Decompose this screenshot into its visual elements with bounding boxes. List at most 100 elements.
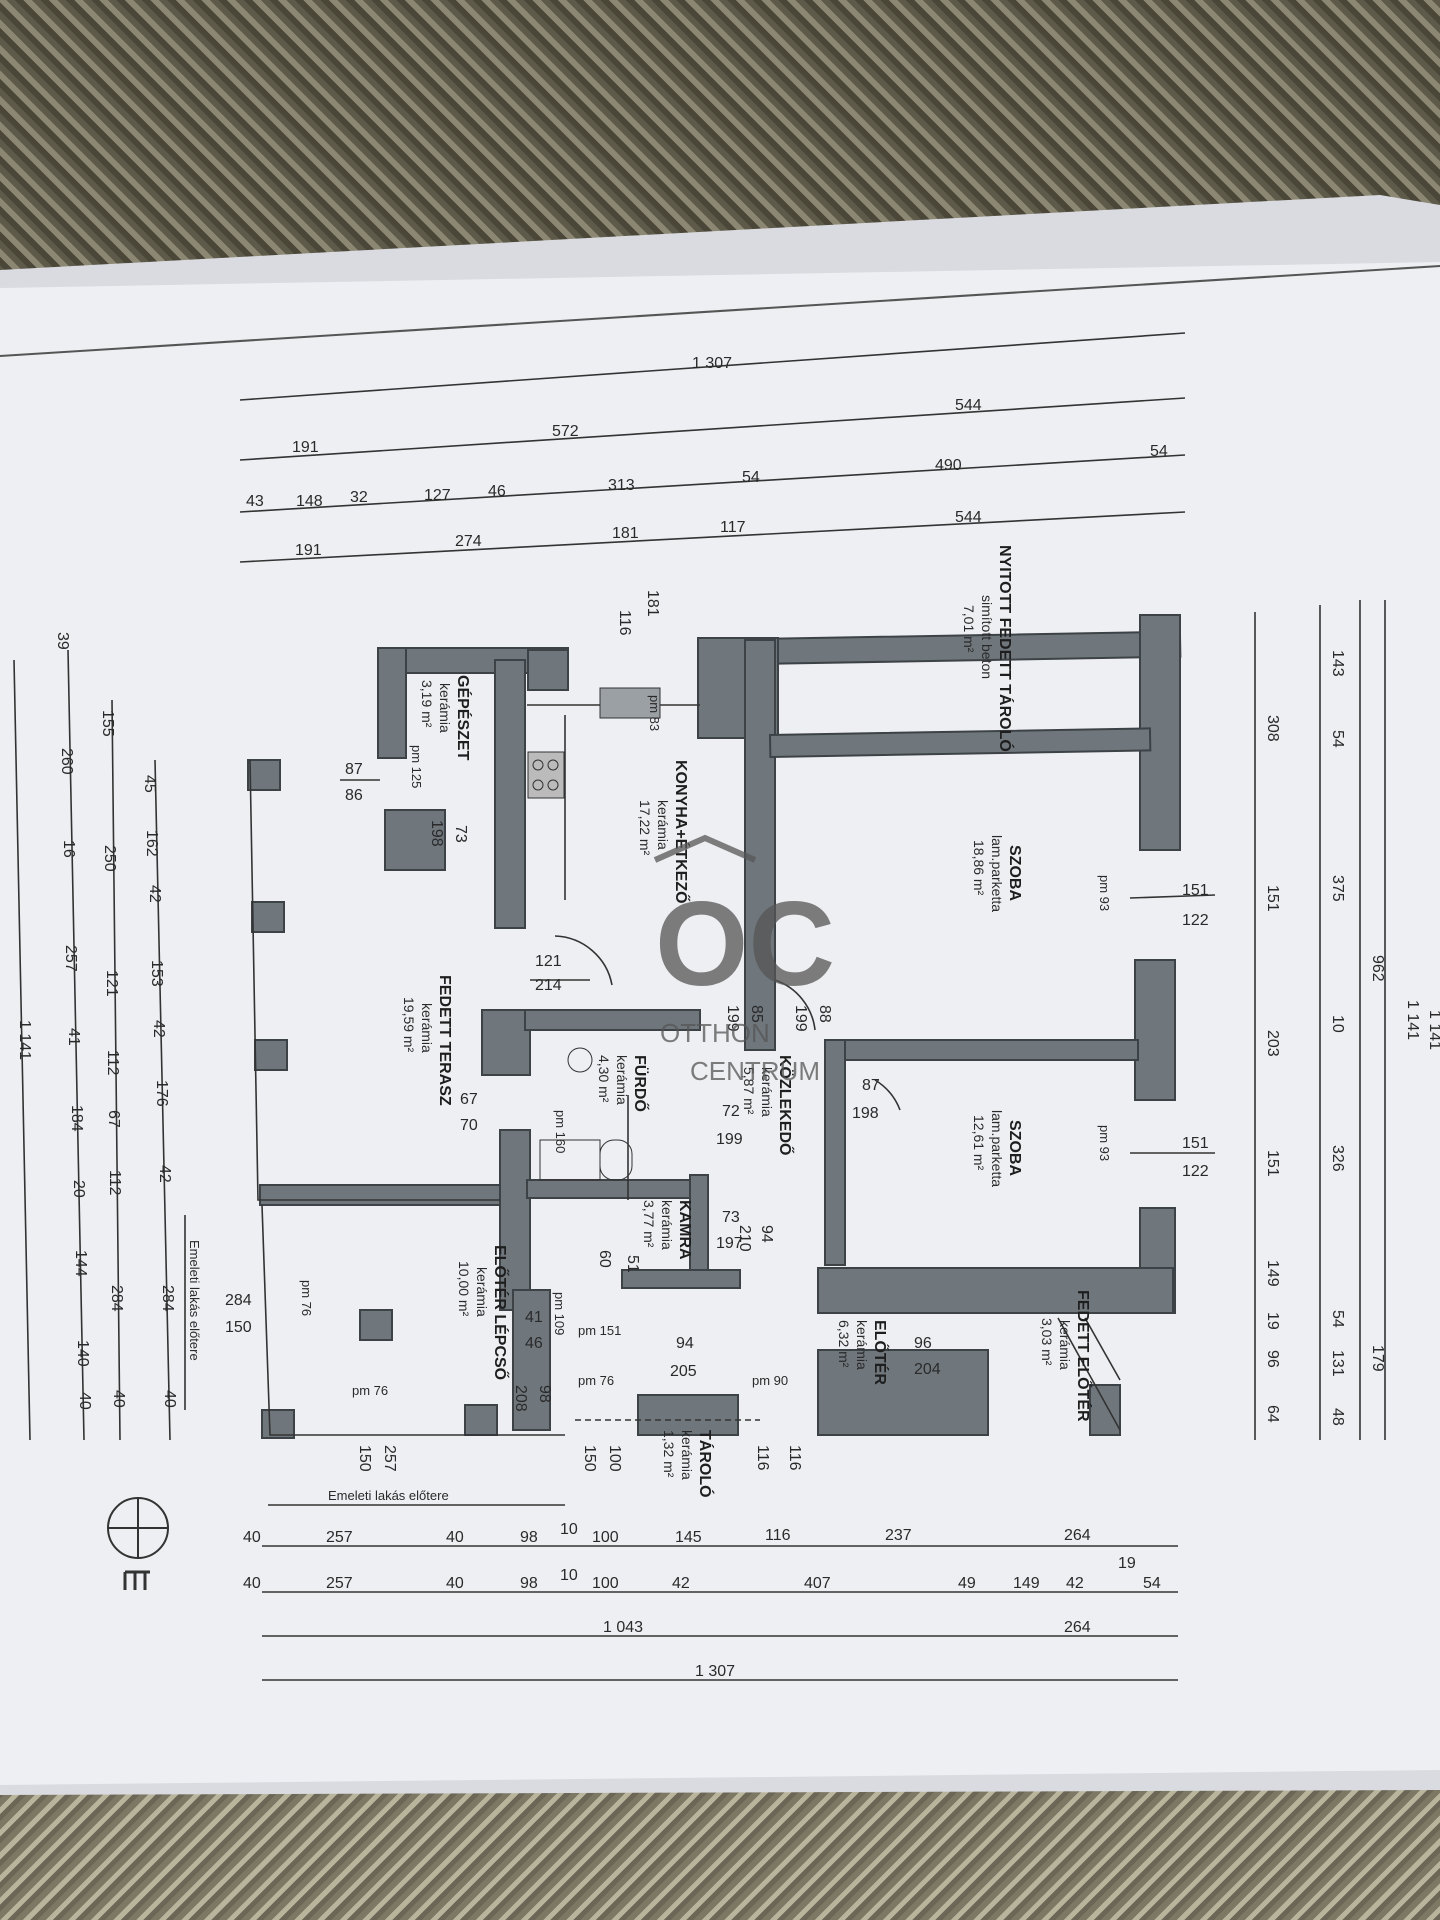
room-fedett-terasz: FEDETT TERASZ kerámia 19,59 m² (401, 975, 453, 1106)
opening-5-w: 121 (535, 953, 562, 970)
opening-14-w: 96 (914, 1335, 932, 1352)
opening-8-h: 198 (852, 1105, 879, 1122)
dim-right-2-3: 10 (1329, 1015, 1346, 1033)
room-kozlekedo: KÖZLEKEDŐ kerámia 5,87 m² (741, 1055, 795, 1155)
dim-left-2-3: 112 (104, 1050, 121, 1076)
opening-9-pm: pm 160 (553, 1110, 568, 1153)
dim-right-2-4: 326 (1329, 1145, 1346, 1172)
dim-top-2-1: 572 (552, 423, 579, 440)
opening-15-h: 205 (670, 1363, 697, 1380)
dim-top-1: 1 307 (692, 355, 732, 372)
dim-left-1-0: 45 (141, 775, 158, 793)
fabric-background (0, 1780, 1440, 1920)
dim-left-3-7: 144 (72, 1250, 89, 1277)
dim-left-2-1: 250 (101, 845, 118, 872)
plan-lines (249, 687, 1121, 1436)
room-eloter: ELŐTÉR kerámia 6,32 m² (836, 1320, 890, 1385)
dim-right-2-1: 54 (1329, 730, 1346, 748)
dim-bot-2-3: 98 (520, 1575, 538, 1592)
dim-top-4-1: 274 (455, 533, 482, 550)
opening-1-h: 122 (1182, 912, 1209, 929)
opening-11-h: 197 (716, 1235, 743, 1252)
opening-22-w: 116 (786, 1445, 803, 1471)
dim-left-2-4: 67 (105, 1110, 122, 1128)
svg-text:KÖZLEKEDŐ: KÖZLEKEDŐ (776, 1055, 795, 1155)
svg-text:FEDETT TERASZ: FEDETT TERASZ (436, 975, 453, 1106)
north-arrow-icon (107, 1497, 169, 1590)
svg-text:KONYHA+ÉTKEZŐ: KONYHA+ÉTKEZŐ (672, 760, 691, 904)
walls (247, 614, 1182, 1439)
svg-text:kerámia: kerámia (1057, 1320, 1073, 1370)
dim-right-1-1: 151 (1264, 885, 1281, 912)
opening-3-w: 87 (345, 761, 363, 778)
left-dimensions: 45 162 42 153 42 176 42 284 40 155 250 1… (13, 632, 178, 1441)
dim-left-2-7: 40 (110, 1390, 127, 1408)
dim-left-4-0: 1 141 (16, 1020, 33, 1060)
dim-top-4-2: 181 (612, 525, 639, 542)
dim-top-3-3: 127 (424, 487, 451, 504)
opening-7-w: 85 (748, 1005, 765, 1023)
dim-right-1-5: 19 (1264, 1312, 1281, 1330)
dim-top-3-8: 54 (1150, 443, 1168, 460)
svg-text:kerámia: kerámia (474, 1267, 490, 1317)
dim-bot-1-2: 40 (446, 1529, 464, 1546)
svg-text:kerámia: kerámia (659, 1200, 675, 1250)
dim-right-2-2: 375 (1329, 875, 1346, 902)
dim-right-4-0: 1 141 (1404, 1000, 1421, 1040)
svg-text:lam.parketta: lam.parketta (989, 1110, 1005, 1187)
svg-text:SZOBA: SZOBA (1006, 1120, 1023, 1176)
opening-21-h: 150 (581, 1445, 598, 1472)
opening-17-w: 41 (525, 1309, 543, 1326)
room-konyha: KONYHA+ÉTKEZŐ kerámia 17,22 m² (637, 760, 691, 904)
dim-bot-1-6: 145 (675, 1529, 702, 1546)
svg-text:NYITOTT FEDETT TÁROLÓ: NYITOTT FEDETT TÁROLÓ (996, 545, 1015, 752)
opening-18-h: 150 (225, 1319, 252, 1336)
opening-8-w: 87 (862, 1077, 880, 1094)
dim-top-4-4: 544 (955, 509, 982, 526)
dim-right-1-6: 96 (1264, 1350, 1281, 1368)
svg-text:GÉPÉSZET: GÉPÉSZET (454, 675, 473, 761)
dim-bot-2-2: 40 (446, 1575, 464, 1592)
opening-16-h: 208 (512, 1385, 529, 1412)
opening-20-w: 150 (356, 1445, 373, 1472)
dim-right-1-3: 151 (1264, 1150, 1281, 1177)
pm-label-1: pm 76 (352, 1383, 388, 1398)
svg-text:lam.parketta: lam.parketta (989, 835, 1005, 912)
top-dimensions: 1 307 191 572 544 43 148 32 127 46 313 5… (239, 332, 1186, 563)
dim-bot-2-11: 19 (1118, 1555, 1136, 1572)
upper-flat-labels: Emeleti lakás előtere Emeleti lakás előt… (184, 1215, 565, 1506)
opening-6-w: 88 (816, 1005, 833, 1023)
svg-text:OC: OC (655, 877, 835, 1011)
svg-text:CENTRUM: CENTRUM (690, 1056, 820, 1086)
page-edge-text: 1 141 (1426, 1010, 1440, 1050)
opening-12-h: 210 (736, 1225, 753, 1252)
dim-bot-1-9: 264 (1064, 1527, 1091, 1544)
dim-left-1-2: 42 (146, 885, 163, 903)
svg-text:kerámia: kerámia (614, 1055, 630, 1105)
room-labels: NYITOTT FEDETT TÁROLÓ simított beton 7,0… (401, 545, 1093, 1498)
otthon-centrum-logo: OC OTTHON CENTRUM (653, 834, 835, 1086)
dim-left-3-4: 41 (65, 1028, 82, 1046)
dim-bot-2-6: 42 (672, 1575, 690, 1592)
dim-left-2-5: 112 (106, 1170, 123, 1196)
dim-left-3-3: 257 (62, 945, 79, 972)
svg-text:3,03 m²: 3,03 m² (1039, 1318, 1055, 1366)
dim-right-1-7: 64 (1264, 1405, 1281, 1423)
dim-left-3-9: 40 (76, 1392, 93, 1410)
opening-13-h: 51 (624, 1255, 641, 1273)
opening-10-w: 72 (722, 1103, 740, 1120)
dim-bot-2-9: 149 (1013, 1575, 1040, 1592)
opening-1-w: 151 (1182, 882, 1209, 899)
right-dimensions: 308 151 203 151 149 19 96 64 143 54 375 … (1254, 600, 1421, 1440)
opening-3-pm: pm 125 (409, 745, 424, 788)
dim-bot-1-8: 237 (885, 1527, 912, 1544)
dim-top-4-0: 191 (295, 542, 322, 559)
dim-right-1-2: 203 (1264, 1030, 1281, 1057)
dim-right-2-7: 48 (1329, 1408, 1346, 1426)
room-gepeszet: GÉPÉSZET kerámia 3,19 m² (419, 675, 473, 761)
dim-bot-3-1: 264 (1064, 1619, 1091, 1636)
dim-left-3-0: 39 (54, 632, 71, 650)
dim-top-3-0: 43 (246, 493, 264, 510)
svg-text:ELŐTÉR: ELŐTÉR (871, 1320, 890, 1385)
